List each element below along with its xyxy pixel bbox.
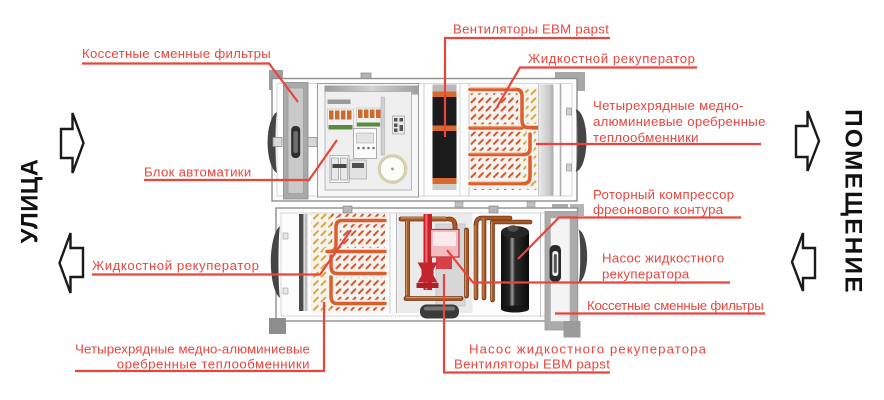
svg-text:Насос жидкостного: Насос жидкостного (602, 251, 725, 266)
svg-text:алюминиевые оребренные: алюминиевые оребренные (593, 114, 766, 129)
svg-text:Коссетные сменные фильтры: Коссетные сменные фильтры (587, 298, 764, 313)
svg-text:Вентиляторы EBM papst: Вентиляторы EBM papst (454, 357, 610, 372)
svg-text:фреонового контура: фреонового контура (593, 202, 724, 217)
svg-text:Четырехрядные медно-: Четырехрядные медно- (593, 98, 744, 113)
svg-text:теплообменники: теплообменники (593, 130, 699, 145)
svg-text:Блок автоматики: Блок автоматики (144, 165, 252, 180)
svg-text:Роторный компрессор: Роторный компрессор (593, 187, 734, 202)
svg-text:оребренные теплообменники: оребренные теплообменники (117, 357, 310, 372)
svg-text:Жидкостной рекуператор: Жидкостной рекуператор (92, 258, 259, 273)
svg-text:ПОМЕЩЕНИЕ: ПОМЕЩЕНИЕ (840, 109, 867, 295)
svg-text:Жидкостной рекуператор: Жидкостной рекуператор (528, 51, 695, 66)
svg-text:УЛИЦА: УЛИЦА (16, 159, 43, 244)
svg-text:Коссетные сменные фильтры: Коссетные сменные фильтры (82, 46, 271, 61)
svg-text:Насос жидкостного рекуператора: Насос жидкостного рекуператора (469, 342, 707, 357)
svg-text:рекуператора: рекуператора (602, 267, 690, 282)
svg-text:Вентиляторы EBM papst: Вентиляторы EBM papst (453, 22, 609, 37)
svg-text:Четырехрядные медно-алюминиевы: Четырехрядные медно-алюминиевые (75, 342, 310, 357)
